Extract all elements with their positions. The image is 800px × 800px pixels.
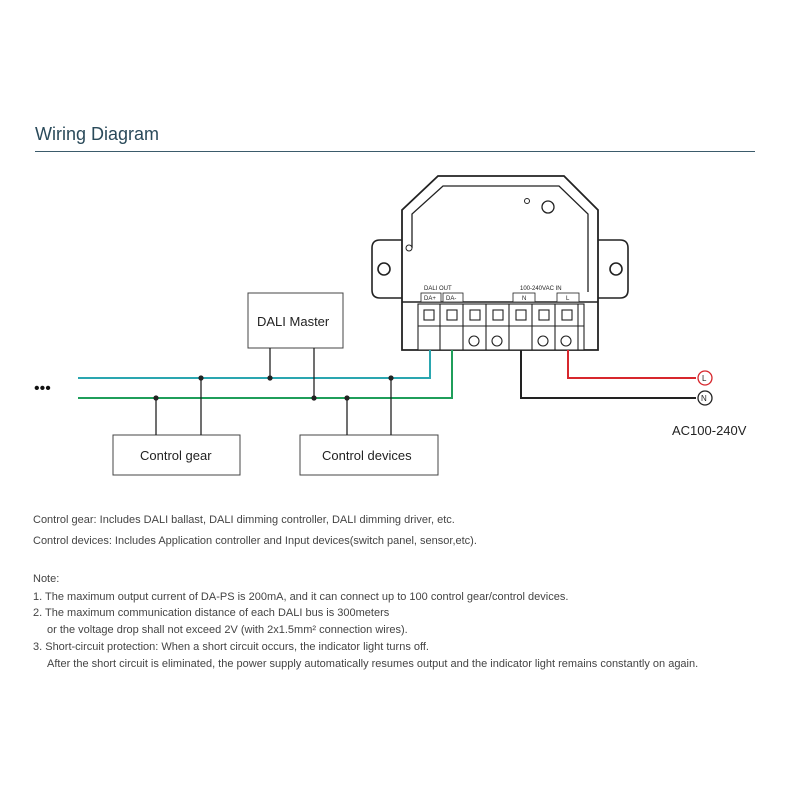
live-terminal-letter: L <box>702 374 707 383</box>
l-terminal-label: L <box>566 296 570 302</box>
terminal-block <box>417 303 585 351</box>
neutral-terminal-letter: N <box>701 394 707 403</box>
control-devices-box <box>299 434 439 476</box>
dali-master-label: DALI Master <box>257 314 330 329</box>
control-devices-label: Control devices <box>322 448 412 463</box>
neutral-terminal-icon <box>697 390 713 406</box>
da-minus-label: DA- <box>446 296 456 302</box>
note-2-line-2: or the voltage drop shall not exceed 2V … <box>47 624 408 636</box>
indicator-light-icon <box>541 200 555 214</box>
n-terminal-label: N <box>522 296 526 302</box>
control-gear-description: Control gear: Includes DALI ballast, DAL… <box>33 514 455 526</box>
title-divider <box>35 151 755 152</box>
input-voltage-label: 100-240VAC IN <box>520 286 562 292</box>
da-plus-label-box <box>420 292 442 303</box>
dali-master-box <box>247 292 344 349</box>
page-title: Wiring Diagram <box>35 124 160 144</box>
mains-voltage-label: AC100-240V <box>672 423 747 438</box>
control-devices-description: Control devices: Includes Application co… <box>33 535 477 547</box>
note-2-line-1: 2. The maximum communication distance of… <box>33 607 390 619</box>
control-gear-label: Control gear <box>140 448 212 463</box>
da-plus-label: DA+ <box>424 296 436 302</box>
mains-wires <box>520 350 696 399</box>
note-3-line-2: After the short circuit is eliminated, t… <box>47 658 699 670</box>
live-terminal-icon <box>697 370 713 386</box>
l-terminal-label-box <box>556 292 580 303</box>
da-minus-label-box <box>442 292 464 303</box>
device-mounting-ears <box>371 239 629 299</box>
notes-heading: Note: <box>33 573 60 585</box>
status-led-icon <box>524 198 530 204</box>
n-terminal-label-box <box>512 292 536 303</box>
note-3-line-1: 3. Short-circuit protection: When a shor… <box>33 641 429 653</box>
bus-continuation-ellipsis: ••• <box>34 380 51 397</box>
dali-bus-wires <box>78 348 453 435</box>
dali-out-label: DALI OUT <box>424 286 452 292</box>
control-gear-box <box>112 434 241 476</box>
note-1: 1. The maximum output current of DA-PS i… <box>33 591 569 603</box>
